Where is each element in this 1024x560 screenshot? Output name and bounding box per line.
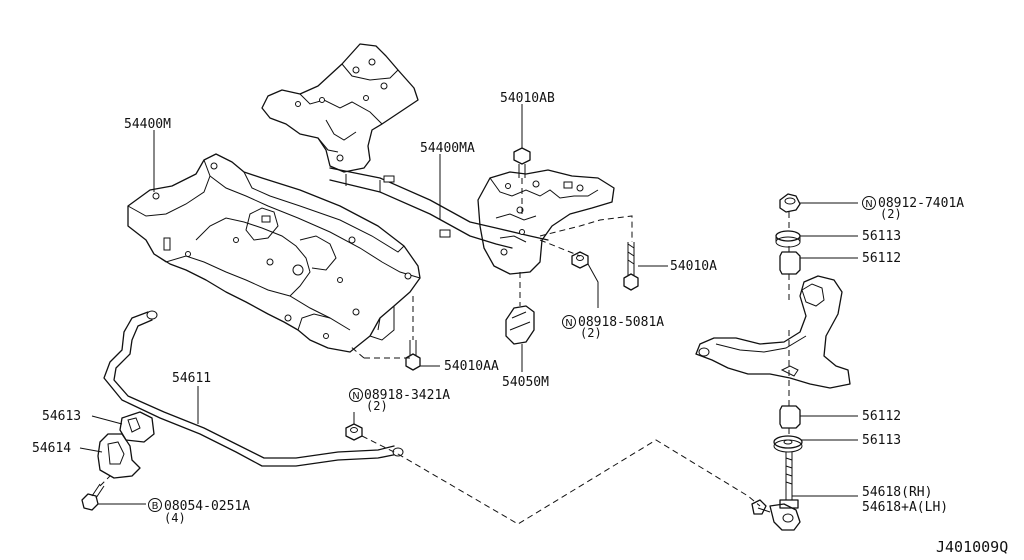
label-56112-bottom: 56112: [862, 409, 901, 424]
front-crossmember-drawing: [261, 43, 615, 275]
main-crossmember-drawing: [127, 153, 421, 353]
link-assembly-drawing: [695, 193, 851, 531]
prefix-circle-08054: B: [148, 498, 162, 512]
label-54010AB: 54010AB: [500, 91, 555, 106]
label-08912-7401A: 08912-7401A: [878, 196, 964, 211]
qty-08912-7401A: (2): [880, 207, 902, 221]
label-54010AA: 54010AA: [444, 359, 499, 374]
leader-lines: [79, 104, 858, 505]
label-08918-3421A: 08918-3421A: [364, 388, 450, 403]
prefix-circle-08918-3421: N: [349, 388, 363, 402]
label-08918-5081A: 08918-5081A: [578, 315, 664, 330]
qty-08054: (4): [164, 511, 186, 525]
assembly-dashed-lines: [99, 178, 790, 525]
label-54618-rh: 54618(RH): [862, 485, 932, 500]
label-56113-top: 56113: [862, 229, 901, 244]
label-56113-bottom: 56113: [862, 433, 901, 448]
prefix-letter: N: [865, 199, 872, 210]
prefix-circle-08912: N: [862, 196, 876, 210]
label-54618-lh: 54618+A(LH): [862, 500, 948, 515]
prefix-letter: N: [565, 318, 572, 329]
stabilizer-bar-drawing: [81, 310, 404, 511]
diagram-reference-code: J401009Q: [936, 538, 1008, 556]
label-54613: 54613: [42, 409, 81, 424]
qty-08918-5081A: (2): [580, 326, 602, 340]
prefix-letter: N: [352, 391, 359, 402]
label-54050M: 54050M: [502, 375, 549, 390]
label-54614: 54614: [32, 441, 71, 456]
prefix-letter: B: [152, 501, 159, 512]
label-54010A: 54010A: [670, 259, 717, 274]
label-54611: 54611: [172, 371, 211, 386]
label-56112-top: 56112: [862, 251, 901, 266]
label-08054-0251A: 08054-0251A: [164, 499, 250, 514]
label-54400MA: 54400MA: [420, 141, 475, 156]
prefix-circle-08918-5081: N: [562, 315, 576, 329]
qty-08918-3421A: (2): [366, 399, 388, 413]
label-54400M: 54400M: [124, 117, 171, 132]
